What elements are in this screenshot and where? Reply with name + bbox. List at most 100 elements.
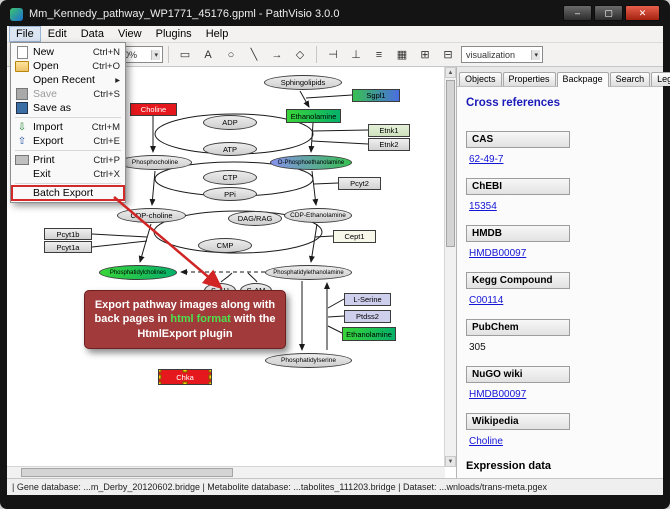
page-icon bbox=[14, 45, 30, 59]
shape-tool[interactable]: ○ bbox=[227, 48, 235, 61]
file-menu-item-batch-export[interactable]: Batch Export bbox=[11, 185, 125, 201]
drawing-tools-group: ▭ A ○ ╲ → ◇ bbox=[174, 45, 311, 65]
backpage-link[interactable]: 15354 bbox=[469, 201, 497, 212]
pathway-node-sphingolipids[interactable]: Sphingolipids bbox=[264, 75, 342, 90]
scroll-up-icon[interactable]: ▲ bbox=[445, 67, 456, 78]
pathway-node-phosphocholine[interactable]: Phosphocholine bbox=[118, 155, 192, 170]
tab-legend[interactable]: Legend bbox=[651, 72, 670, 86]
minimize-button[interactable]: – bbox=[563, 5, 592, 21]
backpage-link[interactable]: Choline bbox=[469, 436, 503, 447]
pathway-node-etnk1[interactable]: Etnk1 bbox=[368, 124, 410, 137]
pathway-node-chka[interactable]: Chka bbox=[158, 369, 212, 385]
align-distribute-icon[interactable]: ≡ bbox=[375, 48, 383, 61]
menubar-item-plugins[interactable]: Plugins bbox=[155, 28, 192, 40]
file-menu-item-open-recent[interactable]: Open Recent▸ bbox=[12, 73, 124, 87]
template-tool[interactable]: ◇ bbox=[295, 49, 305, 61]
pathway-node-etnk2[interactable]: Etnk2 bbox=[368, 138, 410, 151]
selection-handle[interactable] bbox=[159, 374, 162, 380]
line-tool[interactable]: ╲ bbox=[250, 49, 258, 61]
label-tool[interactable]: A bbox=[204, 48, 212, 61]
backpage-link[interactable]: C00114 bbox=[469, 295, 504, 306]
titlebar: Mm_Kennedy_pathway_WP1771_45176.gpml - P… bbox=[10, 4, 662, 24]
callout-text: with the HtmlExport plugin bbox=[137, 313, 276, 340]
file-menu-item-exit[interactable]: Exit Ctrl+X bbox=[12, 167, 124, 181]
pathway-node-ptdss2[interactable]: Ptdss2 bbox=[344, 310, 391, 323]
pathway-node-phosphatidylserine[interactable]: Phosphatidylserine bbox=[265, 353, 352, 368]
ungroup-icon[interactable]: ⊟ bbox=[443, 49, 453, 61]
pathway-node-sgpl1[interactable]: Sgpl1 bbox=[352, 89, 400, 102]
backpage-section-wikipedia: Wikipedia bbox=[466, 413, 570, 430]
menubar-item-edit[interactable]: Edit bbox=[47, 28, 67, 40]
backpage-link[interactable]: HMDB00097 bbox=[469, 389, 527, 400]
pathway-node-choline[interactable]: Choline bbox=[130, 103, 177, 116]
toolbar-separator bbox=[167, 46, 169, 63]
menubar-item-file[interactable]: File bbox=[9, 26, 41, 42]
tab-search[interactable]: Search bbox=[609, 72, 651, 86]
pathway-node-cdp-ethanolamine[interactable]: CDP-Ethanolamine bbox=[284, 208, 352, 223]
gene-product-tool[interactable]: ▭ bbox=[179, 49, 191, 61]
common-size-icon[interactable]: ▦ bbox=[396, 49, 408, 61]
menu-shortcut: Ctrl+X bbox=[93, 168, 120, 180]
pathway-node-ppi[interactable]: PPi bbox=[203, 187, 257, 201]
pathway-node-cmp[interactable]: CMP bbox=[198, 238, 252, 253]
pathway-node-pcyt2[interactable]: Pcyt2 bbox=[338, 177, 381, 190]
menubar-item-help[interactable]: Help bbox=[205, 28, 229, 40]
pathway-node-l-serine[interactable]: L-Serine bbox=[344, 293, 391, 306]
pathway-node-dag[interactable]: DAG/RAG bbox=[228, 211, 282, 226]
tab-objects[interactable]: Objects bbox=[459, 72, 502, 86]
pathway-node-adp[interactable]: ADP bbox=[203, 115, 257, 130]
selection-handle[interactable] bbox=[182, 381, 188, 384]
pathway-node-ctp[interactable]: CTP bbox=[203, 170, 257, 185]
menu-separator bbox=[15, 150, 121, 151]
selection-handle[interactable] bbox=[208, 370, 211, 373]
selection-handle[interactable] bbox=[182, 370, 188, 373]
align-center-icon[interactable]: ⊥ bbox=[351, 49, 361, 61]
pathway-node-o-phosphoethanolamine[interactable]: O-Phosphoethanolamine bbox=[270, 155, 352, 170]
pathway-node-ethanolamine-bottom[interactable]: Ethanolamine bbox=[342, 327, 396, 341]
pathway-node-pcyt1b[interactable]: Pcyt1b bbox=[44, 228, 92, 240]
scrollbar-thumb[interactable] bbox=[21, 468, 233, 477]
align-left-icon[interactable]: ⊣ bbox=[328, 49, 338, 61]
menubar-item-view[interactable]: View bbox=[117, 28, 142, 40]
pathway-node-cept1[interactable]: Cept1 bbox=[333, 230, 376, 243]
scrollbar-thumb[interactable] bbox=[446, 80, 455, 247]
backpage-link[interactable]: 62-49-7 bbox=[469, 154, 504, 165]
selection-handle[interactable] bbox=[208, 374, 211, 380]
vertical-scrollbar[interactable]: ▲ ▼ bbox=[444, 67, 456, 467]
horizontal-scrollbar[interactable] bbox=[7, 466, 445, 478]
close-button[interactable]: ✕ bbox=[625, 5, 660, 21]
window-controls: – ▢ ✕ bbox=[563, 5, 660, 21]
maximize-button[interactable]: ▢ bbox=[594, 5, 623, 21]
pathway-node-atp[interactable]: ATP bbox=[203, 142, 257, 156]
group-icon[interactable]: ⊞ bbox=[420, 49, 430, 61]
menubar-item-data[interactable]: Data bbox=[80, 28, 104, 40]
file-menu-item-save-as[interactable]: Save as bbox=[12, 101, 124, 115]
menu-shortcut: Ctrl+N bbox=[92, 46, 120, 58]
tab-backpage[interactable]: Backpage bbox=[556, 72, 609, 87]
import-icon: ⇩ bbox=[17, 121, 27, 133]
selection-handle[interactable] bbox=[159, 370, 162, 373]
folder-icon bbox=[14, 60, 30, 72]
arrow-tool[interactable]: → bbox=[271, 48, 283, 61]
tab-properties[interactable]: Properties bbox=[502, 72, 556, 86]
selection-handle[interactable] bbox=[159, 381, 162, 384]
selection-handle[interactable] bbox=[208, 381, 211, 384]
side-panel-tabs: ObjectsPropertiesBackpageSearchLegend bbox=[457, 67, 670, 87]
backpage-link[interactable]: HMDB00097 bbox=[469, 248, 527, 259]
scroll-down-icon[interactable]: ▼ bbox=[445, 456, 456, 467]
pathway-node-pcyt1a[interactable]: Pcyt1a bbox=[44, 241, 92, 253]
visualization-select[interactable]: visualization▾ bbox=[461, 46, 543, 63]
pathway-node-phosphatidylethanolamine[interactable]: Phosphatidylethanolamine bbox=[265, 265, 352, 280]
menu-item-label: Exit bbox=[33, 168, 51, 180]
pathway-node-cdp-choline[interactable]: CDP-choline bbox=[117, 208, 186, 223]
backpage-value: 305 bbox=[469, 342, 486, 353]
pathway-node-phosphatidylcholines[interactable]: Phosphatidylcholines bbox=[99, 265, 177, 280]
pathway-node-ethanolamine-top[interactable]: Ethanolamine bbox=[286, 109, 341, 123]
